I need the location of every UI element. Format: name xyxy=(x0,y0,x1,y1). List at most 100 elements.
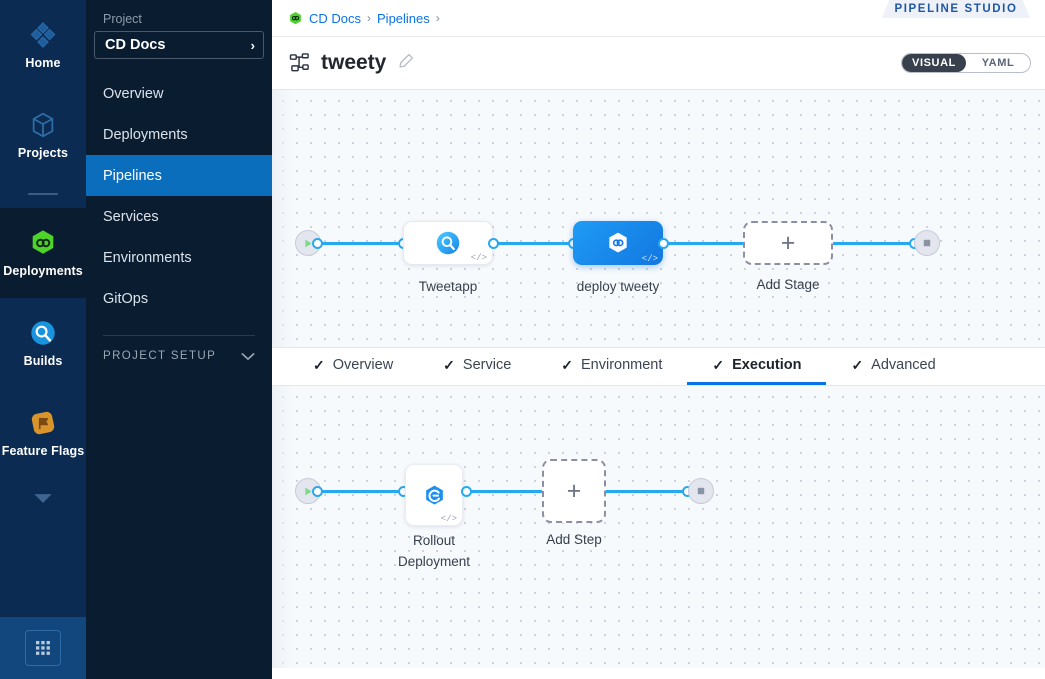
sidebar-item-overview[interactable]: Overview xyxy=(86,73,272,114)
rail-item-home[interactable]: Home xyxy=(0,0,86,90)
deployments-hexagon-icon xyxy=(28,228,58,258)
cube-icon xyxy=(28,110,58,140)
sidebar-item-deployments[interactable]: Deployments xyxy=(86,114,272,155)
grid-apps-button[interactable] xyxy=(25,630,61,666)
tab-service[interactable]: ✓ Service xyxy=(418,348,536,385)
sidebar-section-label: Project xyxy=(103,12,142,26)
tab-environment[interactable]: ✓ Environment xyxy=(536,348,687,385)
chevron-right-icon: › xyxy=(250,37,255,53)
home-diamond-icon xyxy=(28,20,58,50)
connector-dot[interactable] xyxy=(461,486,472,497)
sidebar-item-environments[interactable]: Environments xyxy=(86,237,272,278)
rail-expand-caret[interactable] xyxy=(0,478,86,518)
stop-square-icon xyxy=(923,239,931,247)
breadcrumb: CD Docs › Pipelines › PIPELINE STUDIO xyxy=(272,0,1045,37)
check-icon: ✓ xyxy=(313,356,325,373)
sidebar-project-setup[interactable]: PROJECT SETUP xyxy=(86,350,272,362)
rail-item-label: Feature Flags xyxy=(1,444,85,458)
deploy-hexagon-icon xyxy=(609,232,627,253)
sidebar-item-label: Overview xyxy=(103,85,164,102)
connector-dot[interactable] xyxy=(658,238,669,249)
view-mode-yaml[interactable]: YAML xyxy=(981,57,1015,69)
pipeline-header: tweety VISUAL YAML xyxy=(272,37,1045,90)
breadcrumb-item-pipelines[interactable]: Pipelines xyxy=(377,10,430,26)
project-setup-label: PROJECT SETUP xyxy=(103,350,217,362)
page-title: tweety xyxy=(321,51,387,74)
edge-addstage-to-end xyxy=(827,242,937,245)
sidebar-item-services[interactable]: Services xyxy=(86,196,272,237)
check-icon: ✓ xyxy=(561,356,573,373)
connector-dot[interactable] xyxy=(488,238,499,249)
sidebar-item-label: Deployments xyxy=(103,126,188,143)
sidebar-nav: Overview Deployments Pipelines Services … xyxy=(86,73,272,319)
step-canvas[interactable]: </> Rollout Deployment + Add Step xyxy=(272,386,1045,668)
tab-overview[interactable]: ✓ Overview xyxy=(288,348,418,385)
pipeline-studio-label: PIPELINE STUDIO xyxy=(894,3,1018,15)
check-icon: ✓ xyxy=(443,356,455,373)
stage-code-tag: </> xyxy=(470,253,487,263)
edge-deploy-to-addstage xyxy=(657,242,757,245)
rail-item-label: Deployments xyxy=(3,264,83,278)
add-step-button[interactable]: + xyxy=(542,459,606,523)
tab-label: Environment xyxy=(581,357,663,373)
rail-item-label: Builds xyxy=(23,354,63,368)
edge-tweetapp-to-deploy xyxy=(467,242,582,245)
step-label-line1: Rollout xyxy=(412,533,456,548)
stage-node-tweetapp[interactable]: </> xyxy=(403,221,493,265)
tab-label: Execution xyxy=(732,357,802,373)
breadcrumb-separator: › xyxy=(435,11,440,25)
caret-down-icon xyxy=(34,493,52,503)
step-label-line2: Deployment xyxy=(397,554,471,569)
view-mode-visual[interactable]: VISUAL xyxy=(902,54,966,72)
step-label-rollout-deployment: Rollout Deployment xyxy=(364,530,504,572)
sidebar-item-label: Services xyxy=(103,208,159,225)
pipeline-end-node[interactable] xyxy=(914,230,940,256)
sidebar-item-gitops[interactable]: GitOps xyxy=(86,278,272,319)
add-stage-label: Add Stage xyxy=(756,277,820,292)
tab-label: Service xyxy=(462,357,512,373)
step-node-rollout-deployment[interactable]: </> xyxy=(405,464,463,526)
connector-dot[interactable] xyxy=(312,486,323,497)
sidebar-item-label: GitOps xyxy=(103,290,149,307)
sidebar-item-label: Pipelines xyxy=(103,167,162,184)
step-code-tag: </> xyxy=(440,514,457,524)
add-stage-button[interactable]: + xyxy=(743,221,833,265)
rail-item-projects[interactable]: Projects xyxy=(0,90,86,180)
sidebar-divider xyxy=(103,335,255,336)
rail-item-label: Projects xyxy=(17,146,69,160)
play-triangle-icon xyxy=(304,487,312,495)
connector-dot[interactable] xyxy=(312,238,323,249)
stage-node-deploy-tweety[interactable]: </> xyxy=(573,221,663,265)
edge-addstep-to-end xyxy=(602,490,697,493)
rollout-deployment-icon xyxy=(425,485,443,504)
tab-advanced[interactable]: ✓ Advanced xyxy=(826,348,960,385)
pipeline-tree-icon xyxy=(289,52,309,71)
rail-item-builds[interactable]: Builds xyxy=(0,298,86,388)
check-icon: ✓ xyxy=(851,356,864,373)
stage-label-tweetapp: Tweetapp xyxy=(418,279,478,294)
breadcrumb-item-project[interactable]: CD Docs xyxy=(309,10,362,26)
feature-flag-icon xyxy=(28,408,58,438)
stage-label-deploy-tweety: deploy tweety xyxy=(576,279,660,294)
stop-square-icon xyxy=(697,487,705,495)
step-end-node[interactable] xyxy=(688,478,714,504)
sidebar-item-pipelines[interactable]: Pipelines xyxy=(86,155,272,196)
pencil-edit-icon[interactable] xyxy=(398,53,414,74)
rail-footer xyxy=(0,617,86,679)
stage-canvas[interactable]: </> Tweetapp </> deploy tweety + xyxy=(272,90,1045,348)
main-content: CD Docs › Pipelines › PIPELINE STUDIO tw… xyxy=(272,0,1045,679)
rail-divider xyxy=(0,180,86,208)
tab-label: Overview xyxy=(332,357,394,373)
stage-tabs: ✓ Overview ✓ Service ✓ Environment ✓ Exe… xyxy=(272,348,1045,386)
pipeline-studio-badge: PIPELINE STUDIO xyxy=(882,0,1030,18)
rail-item-deployments[interactable]: Deployments xyxy=(0,208,86,298)
add-step-label: Add Step xyxy=(546,532,602,547)
tab-execution[interactable]: ✓ Execution xyxy=(687,348,827,385)
edge-rollout-to-addstep xyxy=(472,490,550,493)
stage-code-tag: </> xyxy=(641,254,658,264)
project-selector[interactable]: CD Docs › xyxy=(94,31,264,59)
view-mode-toggle[interactable]: VISUAL YAML xyxy=(901,53,1031,73)
plus-icon: + xyxy=(780,228,796,257)
rail-item-feature-flags[interactable]: Feature Flags xyxy=(0,388,86,478)
